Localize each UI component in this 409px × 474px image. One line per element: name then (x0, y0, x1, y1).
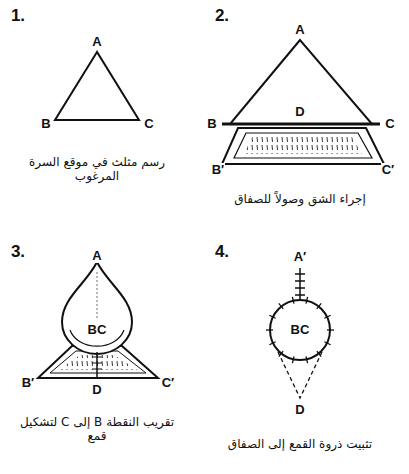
caption: رسم مثلث في موقع السرة المرغوب (12, 156, 182, 184)
point-label: BC (87, 323, 108, 338)
point-label: B (40, 117, 51, 132)
point-label: B (206, 117, 217, 132)
point-label: D (294, 403, 305, 418)
funnel-drawing (38, 262, 158, 378)
point-label: D (91, 383, 102, 398)
panel-number: 1. (11, 6, 25, 26)
caption: إجراء الشق وصولاً للصفاق (215, 193, 385, 207)
panel-number: 3. (11, 242, 25, 262)
point-label: B′ (211, 163, 226, 178)
point-label: A (91, 249, 102, 264)
caption: تثبيت ذروة القمع إلى الصفاق (215, 438, 385, 452)
point-label: A (91, 35, 102, 50)
point-label: C′ (381, 163, 396, 178)
point-label: B′ (21, 376, 36, 391)
point-label: A (294, 23, 305, 38)
incision-drawing (222, 40, 384, 164)
panel-number: 2. (215, 6, 229, 26)
point-label: C′ (161, 376, 176, 391)
point-label: A′ (293, 250, 308, 265)
point-label: BC (290, 323, 311, 338)
point-label: C (384, 117, 395, 132)
panel-number: 4. (215, 242, 229, 262)
point-label: C (143, 117, 154, 132)
fixation-drawing (266, 268, 334, 398)
caption: تقريب النقطة B إلى C لتشكيل قمع (12, 416, 182, 444)
point-label: D (294, 105, 305, 120)
triangle-marking (55, 52, 139, 120)
